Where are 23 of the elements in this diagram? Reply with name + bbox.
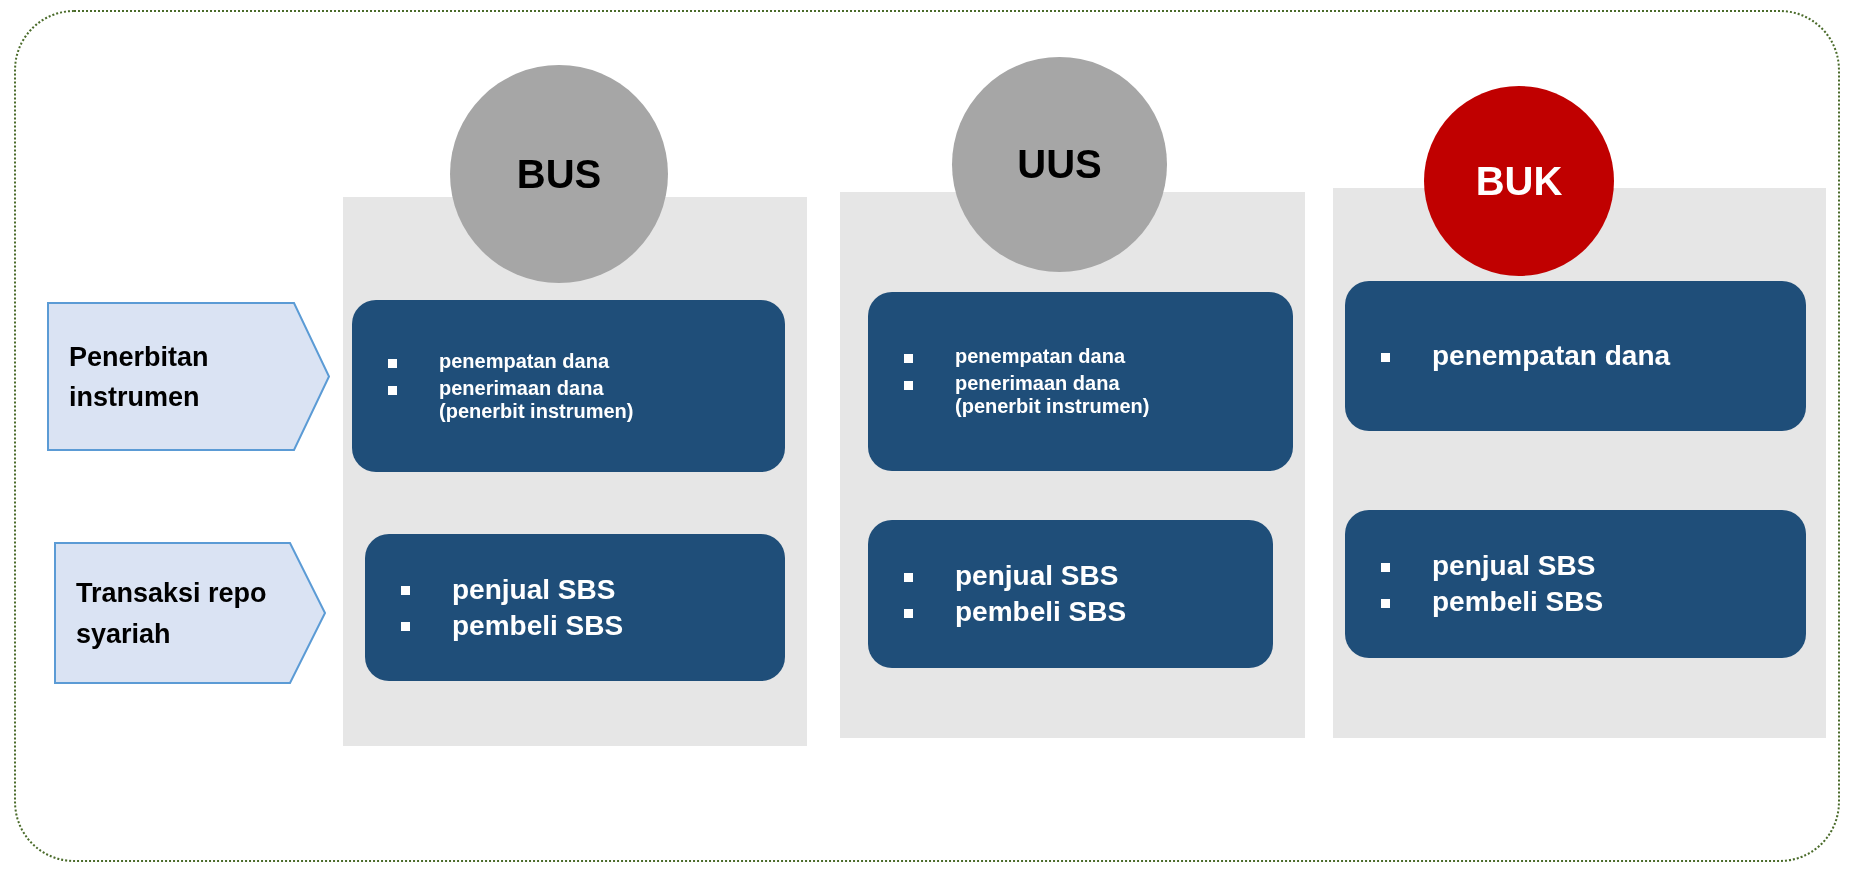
list-item: pembeli SBS xyxy=(1432,586,1604,618)
list-item: penempatan dana xyxy=(439,349,610,373)
list-card xyxy=(868,292,1293,471)
list-item: penjual SBS xyxy=(1432,550,1596,582)
list-item: penerimaan dana (penerbit instrumen) xyxy=(955,372,1151,418)
category-circle: BUS xyxy=(450,65,668,283)
row-heading: Transaksi repo syariah xyxy=(76,577,268,651)
list-item: pembeli SBS xyxy=(955,596,1127,628)
list-card xyxy=(352,300,785,472)
list-item: penjual SBS xyxy=(955,560,1119,592)
category-circle: BUK xyxy=(1424,86,1614,276)
list-card xyxy=(1345,510,1806,658)
column-panel xyxy=(840,192,1305,738)
list-item: penjual SBS xyxy=(452,573,616,606)
list-item: penempatan dana xyxy=(955,345,1126,368)
list-card xyxy=(1345,281,1806,431)
list-card xyxy=(365,534,785,681)
list-item: penerimaan dana (penerbit instrumen) xyxy=(439,376,635,423)
list-item: penempatan dana xyxy=(1432,340,1671,372)
column-panel xyxy=(343,197,807,746)
list-item: pembeli SBS xyxy=(452,609,624,642)
list-card xyxy=(868,520,1273,668)
row-heading: Penerbitan instrumen xyxy=(69,340,210,414)
